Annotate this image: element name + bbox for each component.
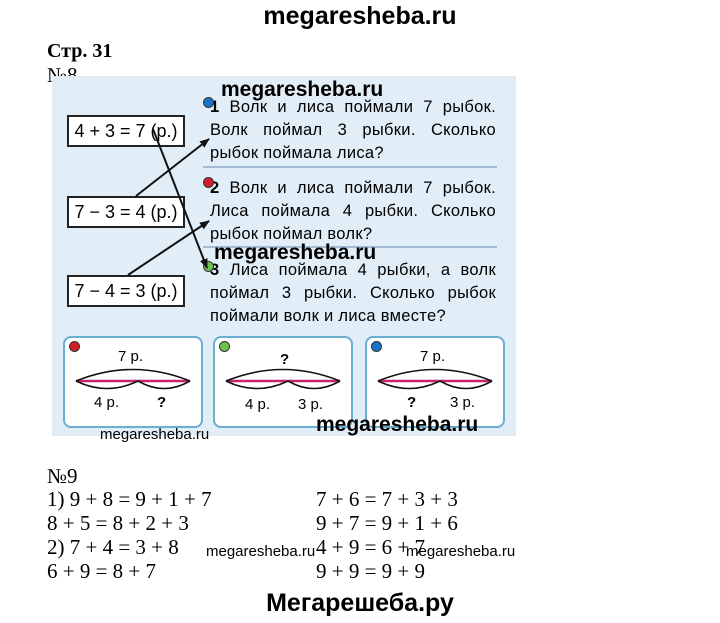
diagram-2-top-label: ? [280,351,290,368]
diagram-1-right-label: ? [157,394,167,411]
task9-left-line-4: 6 + 9 = 8 + 7 [47,559,157,583]
diagram-2-right-label: 3 р. [298,396,324,413]
diagram-2-dot [219,341,230,352]
watermark-top: megaresheba.ru [263,2,457,30]
task9-right-line-4: 9 + 9 = 9 + 9 [316,559,426,583]
diagram-3-right-label: 3 р. [450,394,476,411]
task9-right-line-3: 4 + 9 = 6 + 7 [316,535,426,559]
arrow-eq2-to-problem1 [135,138,210,197]
task9-right-line-1: 7 + 6 = 7 + 3 + 3 [316,487,458,511]
task9-left-line-3: 2) 7 + 4 = 3 + 8 [47,535,179,559]
segment-diagram-1 [75,368,191,390]
problem-1-dot [203,97,214,108]
problem-1-number: 1 [210,98,220,116]
diagram-3-dot [371,341,382,352]
equation-box-3: 7 − 4 = 3 (р.) [67,275,185,307]
problem-1-text: Волк и лиса поймали 7 рыбок. Волк поймал… [210,98,497,162]
watermark-image-bottom-right: megaresheba.ru [316,413,479,436]
watermark-line-right: megaresheba.ru [406,543,516,560]
diagram-3-top-label: 7 р. [420,348,446,365]
watermark-line-left: megaresheba.ru [206,543,316,560]
task9-number: №9 [47,464,78,488]
watermark-bottom: Мегарешеба.ру [266,589,454,617]
diagram-1-left-label: 4 р. [94,394,120,411]
diagram-2-left-label: 4 р. [245,396,271,413]
problem-3-text: Лиса поймала 4 рыбки, а волк поймал 3 ры… [210,261,496,325]
diagram-1-dot [69,341,80,352]
segment-diagram-2 [225,368,341,390]
separator-line [203,246,497,248]
task9-left-line-2: 8 + 5 = 8 + 2 + 3 [47,511,189,535]
equation-box-1: 4 + 3 = 7 (р.) [67,115,185,147]
problem-2-text: Волк и лиса поймали 7 рыбок. Лиса поймал… [210,179,497,243]
problem-1: 1 Волк и лиса поймали 7 рыбок. Волк пойм… [210,96,496,165]
arrow-eq3-to-problem2 [127,220,210,276]
watermark-image-top: megaresheba.ru [221,78,384,101]
problem-3-number: 3 [210,261,220,279]
task9-left-line-1: 1) 9 + 8 = 9 + 1 + 7 [47,487,212,511]
arrow-eq1-to-problem3 [152,128,208,269]
watermark-image-mid: megaresheba.ru [214,241,377,264]
equation-box-2: 7 − 3 = 4 (р.) [67,196,185,228]
problem-2: 2 Волк и лиса поймали 7 рыбок. Лиса пойм… [210,177,496,246]
problem-2-number: 2 [210,179,220,197]
separator-line [203,166,497,168]
segment-diagram-3 [377,368,493,390]
page-label: Стр. 31 [47,40,113,62]
problem-3: 3 Лиса поймала 4 рыбки, а волк поймал 3 … [210,259,496,328]
task9-right-line-2: 9 + 7 = 9 + 1 + 6 [316,511,458,535]
problem-2-dot [203,177,214,188]
watermark-image-bottom-left: megaresheba.ru [100,426,210,443]
diagram-3-left-label: ? [407,394,417,411]
diagram-1-top-label: 7 р. [118,348,144,365]
